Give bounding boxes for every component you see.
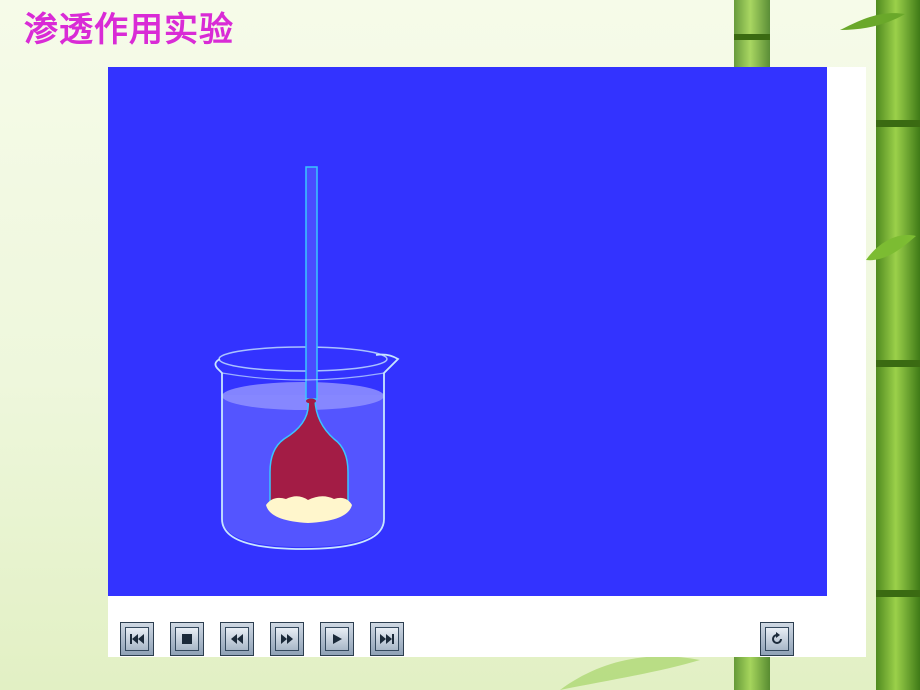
- rewind-icon: [231, 634, 243, 644]
- skip-forward-icon: [380, 634, 394, 644]
- play-icon: [333, 634, 342, 644]
- water-surface: [222, 382, 384, 410]
- loop-icon: [772, 632, 782, 644]
- osmosis-illustration: [214, 166, 400, 550]
- slide-title: 渗透作用实验: [24, 10, 234, 50]
- animation-stage: [108, 67, 827, 596]
- play-button[interactable]: [320, 622, 354, 656]
- fast-forward-icon: [281, 634, 293, 644]
- sac-neck: [306, 398, 316, 404]
- rewind-button[interactable]: [220, 622, 254, 656]
- sac-base: [266, 496, 352, 523]
- stop-button[interactable]: [170, 622, 204, 656]
- beaker-outline: [214, 353, 400, 550]
- rewind-to-start-button[interactable]: [120, 622, 154, 656]
- stop-icon: [182, 634, 192, 644]
- fast-forward-button[interactable]: [270, 622, 304, 656]
- skip-to-end-button[interactable]: [370, 622, 404, 656]
- thistle-tube: [305, 166, 318, 400]
- loop-button[interactable]: [760, 622, 794, 656]
- beaker-rim-back: [218, 346, 388, 372]
- skip-back-icon: [130, 634, 144, 644]
- beaker-rim-front: [221, 372, 385, 381]
